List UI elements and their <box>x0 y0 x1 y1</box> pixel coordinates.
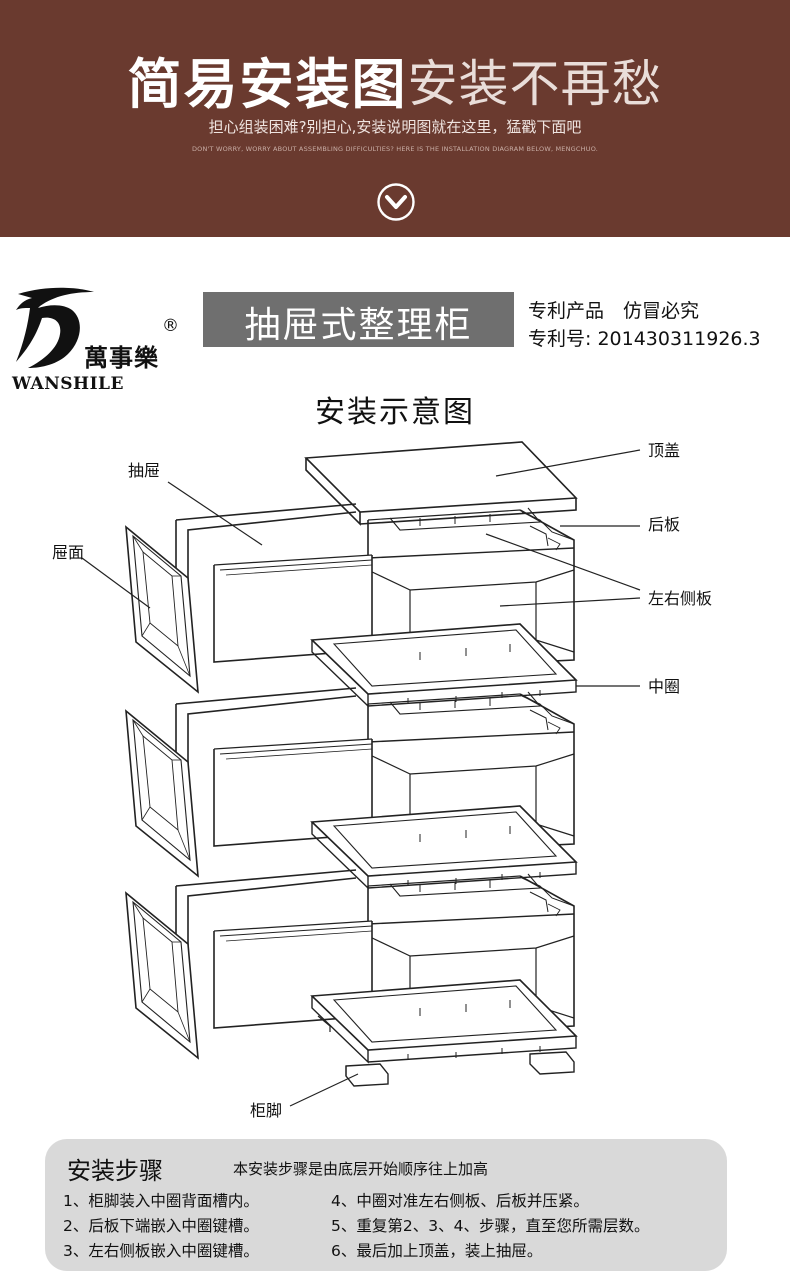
step-item: 6、最后加上顶盖，装上抽屉。 <box>331 1242 543 1260</box>
steps-note: 本安装步骤是由底层开始顺序往上加高 <box>233 1160 489 1178</box>
patent-number: 专利号: 201430311926.3 <box>528 328 761 350</box>
steps-title: 安装步骤 <box>67 1157 163 1185</box>
banner-subtitle: 担心组装困难?别担心,安装说明图就在这里，猛戳下面吧 <box>208 118 582 136</box>
patent-notice: 专利产品 仿冒必究 <box>528 300 700 322</box>
step-item: 2、后板下端嵌入中圈键槽。 <box>63 1217 259 1235</box>
assembly-diagram: 抽屉 屉面 顶盖 后板 左右侧板 中圈 柜脚 <box>52 441 712 1120</box>
brand-logo-icon <box>16 287 94 368</box>
chevron-down-circle-icon[interactable] <box>376 182 416 222</box>
banner-title: 简易安装图安装不再愁 <box>0 40 790 119</box>
label-side-panels: 左右侧板 <box>648 589 712 608</box>
label-back-panel: 后板 <box>648 515 680 534</box>
label-top-cover: 顶盖 <box>648 441 680 460</box>
banner-subtitle-english: DON'T WORRY, WORRY ABOUT ASSEMBLING DIFF… <box>191 145 599 153</box>
label-drawer-face: 屉面 <box>52 543 84 562</box>
banner-title-thin: 安装不再愁 <box>407 54 663 113</box>
diagram-title: 安装示意图 <box>315 395 475 430</box>
step-item: 5、重复第2、3、4、步骤，直至您所需层数。 <box>331 1217 650 1235</box>
banner-title-bold: 简易安装图 <box>127 53 408 116</box>
label-drawer: 抽屉 <box>128 461 160 480</box>
product-title: 抽屉式整理柜 <box>244 305 473 346</box>
brand-name: 萬事樂 <box>84 343 159 372</box>
step-item: 1、柜脚装入中圈背面槽内。 <box>63 1192 259 1210</box>
label-middle-ring: 中圈 <box>648 677 680 696</box>
registered-mark: ® <box>162 316 179 336</box>
installation-steps-panel: 安装步骤 本安装步骤是由底层开始顺序往上加高 1、柜脚装入中圈背面槽内。 2、后… <box>45 1139 727 1271</box>
header-banner: 简易安装图安装不再愁 担心组装困难?别担心,安装说明图就在这里，猛戳下面吧 DO… <box>0 0 790 237</box>
brand-latin-name: WANSHILE <box>12 374 124 394</box>
step-item: 3、左右侧板嵌入中圈键槽。 <box>63 1242 259 1260</box>
step-item: 4、中圈对准左右侧板、后板并压紧。 <box>331 1192 589 1210</box>
product-title-box: 抽屉式整理柜 <box>203 292 514 347</box>
label-cabinet-feet: 柜脚 <box>250 1101 282 1120</box>
